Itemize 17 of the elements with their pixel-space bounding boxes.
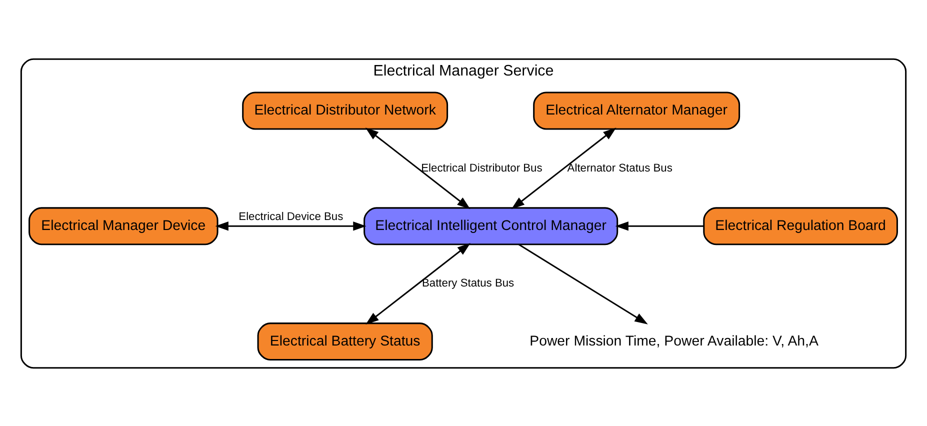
arrow (518, 243, 648, 324)
arrow (366, 242, 470, 324)
node-box: Electrical Battery Status (257, 322, 433, 360)
arrow (365, 127, 470, 209)
arrow (215, 221, 366, 230)
node-box: Electrical Intelligent Control Manager (364, 206, 618, 245)
arrow (615, 221, 704, 230)
node-box: Electrical Regulation Board (703, 206, 898, 245)
arrow (511, 127, 616, 209)
node-box: Electrical Distributor Network (242, 91, 448, 130)
edge-label: Alternator Status Bus (567, 162, 672, 174)
edge-label: Electrical Distributor Bus (421, 162, 542, 174)
node-box: Electrical Manager Device (28, 206, 218, 245)
node-box: Electrical Alternator Manager (533, 91, 740, 130)
node-text: Power Mission Time, Power Available: V, Ah,A (530, 332, 818, 349)
edge-label: Battery Status Bus (422, 277, 514, 290)
edge-label: Electrical Device Bus (238, 210, 344, 222)
